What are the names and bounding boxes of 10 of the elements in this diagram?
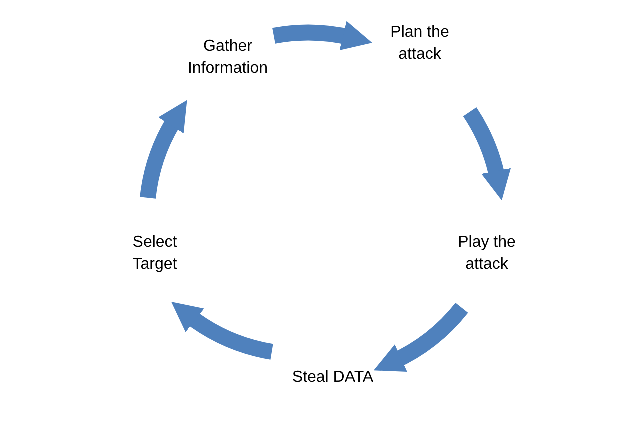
step-label: Gather Information: [168, 36, 288, 80]
curved-arrow: [374, 302, 468, 372]
curved-arrow: [272, 22, 373, 52]
step-label: Select Target: [115, 232, 195, 276]
curved-arrow: [140, 100, 186, 200]
step-label: Play the attack: [437, 232, 537, 276]
curved-arrow: [463, 108, 510, 200]
step-label: Plan the attack: [370, 22, 470, 66]
step-label: Steal DATA: [263, 367, 403, 389]
curved-arrow: [170, 303, 274, 360]
